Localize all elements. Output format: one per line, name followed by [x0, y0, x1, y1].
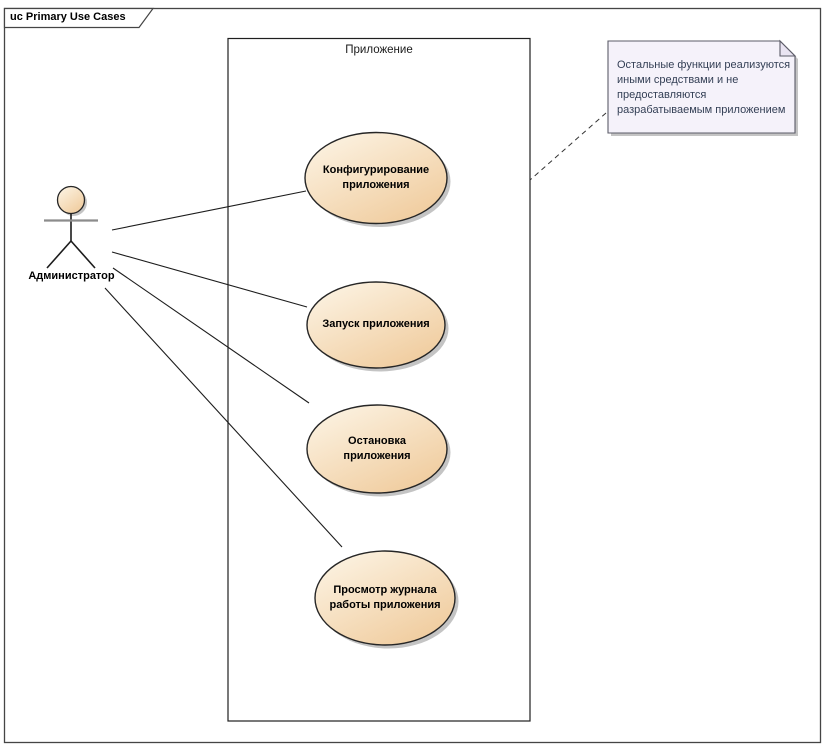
use-case-stop-label: Остановка приложения — [302, 434, 452, 464]
use-case-label-line: Просмотр журнала — [333, 584, 437, 596]
note-text-line: разрабатываемым приложением — [617, 104, 786, 116]
actor-label: Администратор — [28, 270, 115, 282]
use-case-label-line: Запуск приложения — [322, 318, 430, 330]
frame-title-tab — [3, 7, 155, 29]
actor-right-leg — [70, 240, 96, 269]
use-case-label-line: Остановка — [348, 435, 406, 447]
use-case-configure[interactable] — [304, 131, 448, 225]
use-case-label-line: работы приложения — [329, 599, 441, 611]
system-boundary-label: Приложение — [345, 44, 413, 56]
note-anchor-dashed-line[interactable] — [529, 112, 607, 181]
note-fold-corner — [779, 39, 797, 57]
use-case-stop[interactable] — [306, 404, 448, 494]
use-case-viewlog[interactable] — [314, 550, 456, 646]
use-case-label-line: приложения — [343, 450, 411, 462]
association-line-configure[interactable] — [111, 190, 307, 231]
frame-border — [3, 7, 822, 744]
actor-left-leg — [46, 240, 72, 269]
frame-title: uc Primary Use Cases — [10, 11, 126, 23]
use-case-viewlog-label: Просмотр журнала работы приложения — [310, 583, 460, 613]
actor-head — [56, 185, 86, 215]
association-line-stop[interactable] — [112, 267, 310, 404]
note-text-line: предоставляются — [617, 89, 707, 101]
note-shape[interactable] — [607, 40, 796, 134]
use-case-start[interactable] — [306, 281, 446, 369]
association-line-viewlog[interactable] — [104, 287, 343, 548]
actor-figure[interactable] — [44, 185, 98, 269]
note-text: Остальные функции реализуются иными сред… — [617, 58, 790, 118]
use-case-start-label: Запуск приложения — [301, 317, 451, 332]
note-text-line: иными средствами и не — [617, 74, 739, 86]
association-line-start[interactable] — [111, 251, 308, 308]
use-case-label-line: приложения — [342, 179, 410, 191]
use-case-label-line: Конфигурирование — [322, 164, 430, 176]
note-text-line: Остальные функции реализуются — [617, 59, 791, 71]
use-case-configure-label: Конфигурирование приложения — [301, 163, 451, 193]
